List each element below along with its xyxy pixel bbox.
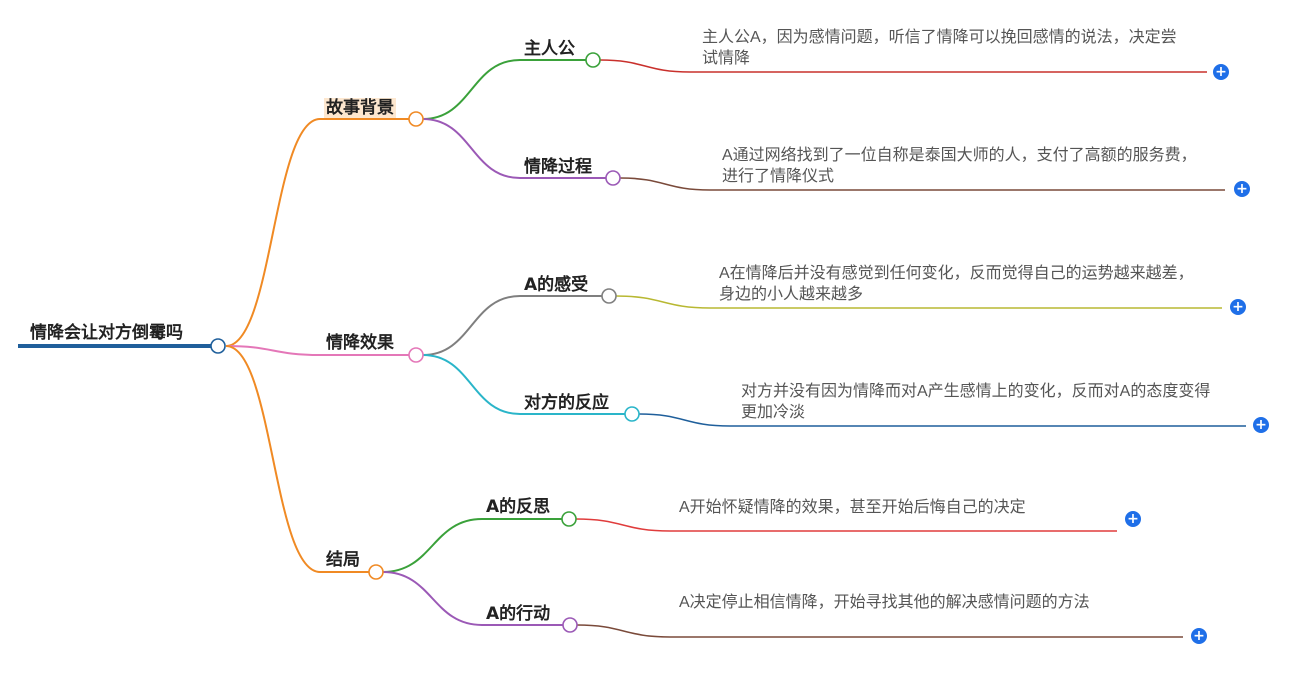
- collapse-toggle-knob[interactable]: [210, 338, 226, 354]
- node-a-feeling[interactable]: A的感受: [524, 275, 589, 295]
- branch-story-background[interactable]: 故事背景: [324, 98, 396, 118]
- node-protagonist[interactable]: 主人公: [524, 39, 575, 59]
- leaf-underline: [615, 295, 1222, 309]
- collapse-toggle-knob[interactable]: [585, 52, 601, 68]
- edge-branch-to-node: [422, 354, 521, 415]
- leaf-other-reaction-text: 对方并没有因为情降而对A产生感情上的变化，反而对A的态度变得更加冷淡: [741, 383, 1211, 421]
- leaf-a-action-text: A决定停止相信情降，开始寻找其他的解决感情问题的方法: [679, 594, 1090, 611]
- leaf-a-reflection-text: A开始怀疑情降的效果，甚至开始后悔自己的决定: [679, 499, 1026, 516]
- expand-plus-icon[interactable]: +: [1125, 511, 1141, 527]
- node-a-reflection[interactable]: A的反思: [486, 497, 551, 517]
- edge-root-to-branch: [225, 118, 321, 347]
- collapse-toggle-knob[interactable]: [562, 617, 578, 633]
- leaf-underline: [638, 413, 1246, 427]
- expand-plus-icon[interactable]: +: [1253, 417, 1269, 433]
- node-process[interactable]: 情降过程: [524, 157, 592, 177]
- leaf-underline: [575, 518, 1117, 532]
- edge-root-to-branch: [225, 345, 321, 356]
- leaf-underline: [599, 59, 1207, 73]
- branch-effect[interactable]: 情降效果: [326, 333, 394, 353]
- collapse-toggle-knob[interactable]: [408, 111, 424, 127]
- leaf-process-text: A通过网络找到了一位自称是泰国大师的人，支付了高额的服务费，进行了情降仪式: [722, 147, 1197, 185]
- expand-plus-icon[interactable]: +: [1230, 299, 1246, 315]
- root-node-label[interactable]: 情降会让对方倒霉吗: [30, 323, 183, 343]
- leaf-underline: [619, 177, 1225, 191]
- expand-plus-icon[interactable]: +: [1213, 64, 1229, 80]
- node-other-reaction[interactable]: 对方的反应: [524, 393, 609, 413]
- expand-plus-icon[interactable]: +: [1234, 181, 1250, 197]
- leaf-a-feeling-text: A在情降后并没有感觉到任何变化，反而觉得自己的运势越来越差，身边的小人越来越多: [719, 265, 1194, 303]
- leaf-underline: [576, 624, 1183, 638]
- collapse-toggle-knob[interactable]: [408, 347, 424, 363]
- expand-plus-icon[interactable]: +: [1191, 628, 1207, 644]
- leaf-protagonist-text: 主人公A，因为感情问题，听信了情降可以挽回感情的说法，决定尝试情降: [702, 29, 1177, 67]
- edge-root-to-branch: [225, 345, 321, 573]
- collapse-toggle-knob[interactable]: [605, 170, 621, 186]
- node-a-action[interactable]: A的行动: [486, 604, 551, 624]
- edge-branch-to-node: [382, 518, 483, 573]
- collapse-toggle-knob[interactable]: [624, 406, 640, 422]
- edge-branch-to-node: [422, 295, 521, 356]
- branch-ending[interactable]: 结局: [326, 550, 360, 570]
- collapse-toggle-knob[interactable]: [368, 564, 384, 580]
- collapse-toggle-knob[interactable]: [561, 511, 577, 527]
- edge-branch-to-node: [382, 571, 483, 626]
- collapse-toggle-knob[interactable]: [601, 288, 617, 304]
- edge-branch-to-node: [422, 118, 521, 179]
- edge-branch-to-node: [422, 59, 521, 120]
